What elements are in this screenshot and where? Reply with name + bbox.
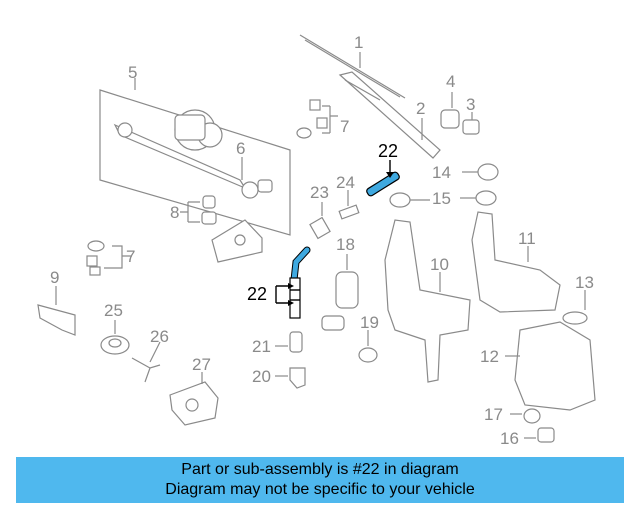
callout-20: 20 <box>252 367 271 386</box>
callout-7b: 7 <box>126 247 135 266</box>
callout-2: 2 <box>416 99 425 118</box>
callout-15: 15 <box>432 189 451 208</box>
part-9-bracket: 9 <box>37 268 76 336</box>
parts-diagram: 1 2 4 3 5 6 7 <box>37 33 596 448</box>
banner-line-2: Diagram may not be specific to your vehi… <box>165 481 475 498</box>
callout-18: 18 <box>336 235 355 254</box>
callout-3: 3 <box>466 95 475 114</box>
callout-16: 16 <box>500 429 519 448</box>
part-13-seal: 13 <box>562 273 594 325</box>
part-20-elbow: 20 <box>252 367 306 389</box>
part-12-tank: 12 <box>480 321 596 411</box>
callout-19: 19 <box>360 313 379 332</box>
part-11-reservoir: 11 <box>471 211 561 313</box>
part-27-pump: 27 <box>169 355 219 426</box>
part-19-grommet: 19 <box>358 313 379 363</box>
part-25-grommet: 25 <box>100 301 130 355</box>
part-5-wiper-linkage: 5 <box>99 63 291 236</box>
callout-11: 11 <box>518 229 536 248</box>
callout-4: 4 <box>446 72 455 91</box>
part-6-bushing: 6 <box>236 139 273 193</box>
part-24-nozzle: 24 <box>336 173 360 220</box>
callout-24: 24 <box>336 173 355 192</box>
part-8-mounts: 8 <box>170 195 263 263</box>
part-17-grommet: 17 <box>484 405 541 424</box>
part-4-cap: 4 <box>440 72 460 129</box>
callout-27: 27 <box>192 355 211 374</box>
callout-13: 13 <box>575 273 594 292</box>
callout-25: 25 <box>104 301 123 320</box>
part-26-hose: 26 <box>131 327 169 383</box>
part-18-pump: 18 <box>321 235 359 331</box>
part-7-fasteners-top: 7 <box>296 99 349 139</box>
callout-10: 10 <box>430 255 449 274</box>
callout-22-top: 22 <box>378 141 398 161</box>
info-banner: Part or sub-assembly is #22 in diagram D… <box>16 457 624 503</box>
callout-12: 12 <box>480 347 499 366</box>
banner-line-1: Part or sub-assembly is #22 in diagram <box>181 461 459 478</box>
part-23-connector: 23 <box>309 183 331 240</box>
callout-22-left: 22 <box>247 284 267 304</box>
part-2-wiper-arm: 2 <box>338 71 441 159</box>
callout-9: 9 <box>50 268 59 287</box>
callout-7a: 7 <box>340 117 349 136</box>
part-22-hose-highlighted: 22 <box>247 246 311 319</box>
part-14-cap: 14 <box>432 163 499 182</box>
callout-26: 26 <box>150 327 169 346</box>
callout-6: 6 <box>236 139 245 158</box>
callout-23: 23 <box>310 183 329 202</box>
callout-1: 1 <box>354 33 363 52</box>
part-21-connector: 21 <box>252 331 303 356</box>
part-10-reservoir: 10 <box>384 219 471 383</box>
part-16-pump: 16 <box>500 427 555 448</box>
part-3-nut: 3 <box>462 95 480 135</box>
part-22-nozzle-highlighted: 22 <box>366 141 400 197</box>
callout-17: 17 <box>484 405 503 424</box>
callout-5: 5 <box>128 63 137 82</box>
callout-14: 14 <box>432 163 451 182</box>
callout-8: 8 <box>170 203 179 222</box>
part-1-wiper-blade: 1 <box>299 33 406 99</box>
callout-21: 21 <box>252 337 271 356</box>
part-15-cap: 15 <box>389 189 497 208</box>
part-7-fasteners-lower: 7 <box>86 240 135 276</box>
